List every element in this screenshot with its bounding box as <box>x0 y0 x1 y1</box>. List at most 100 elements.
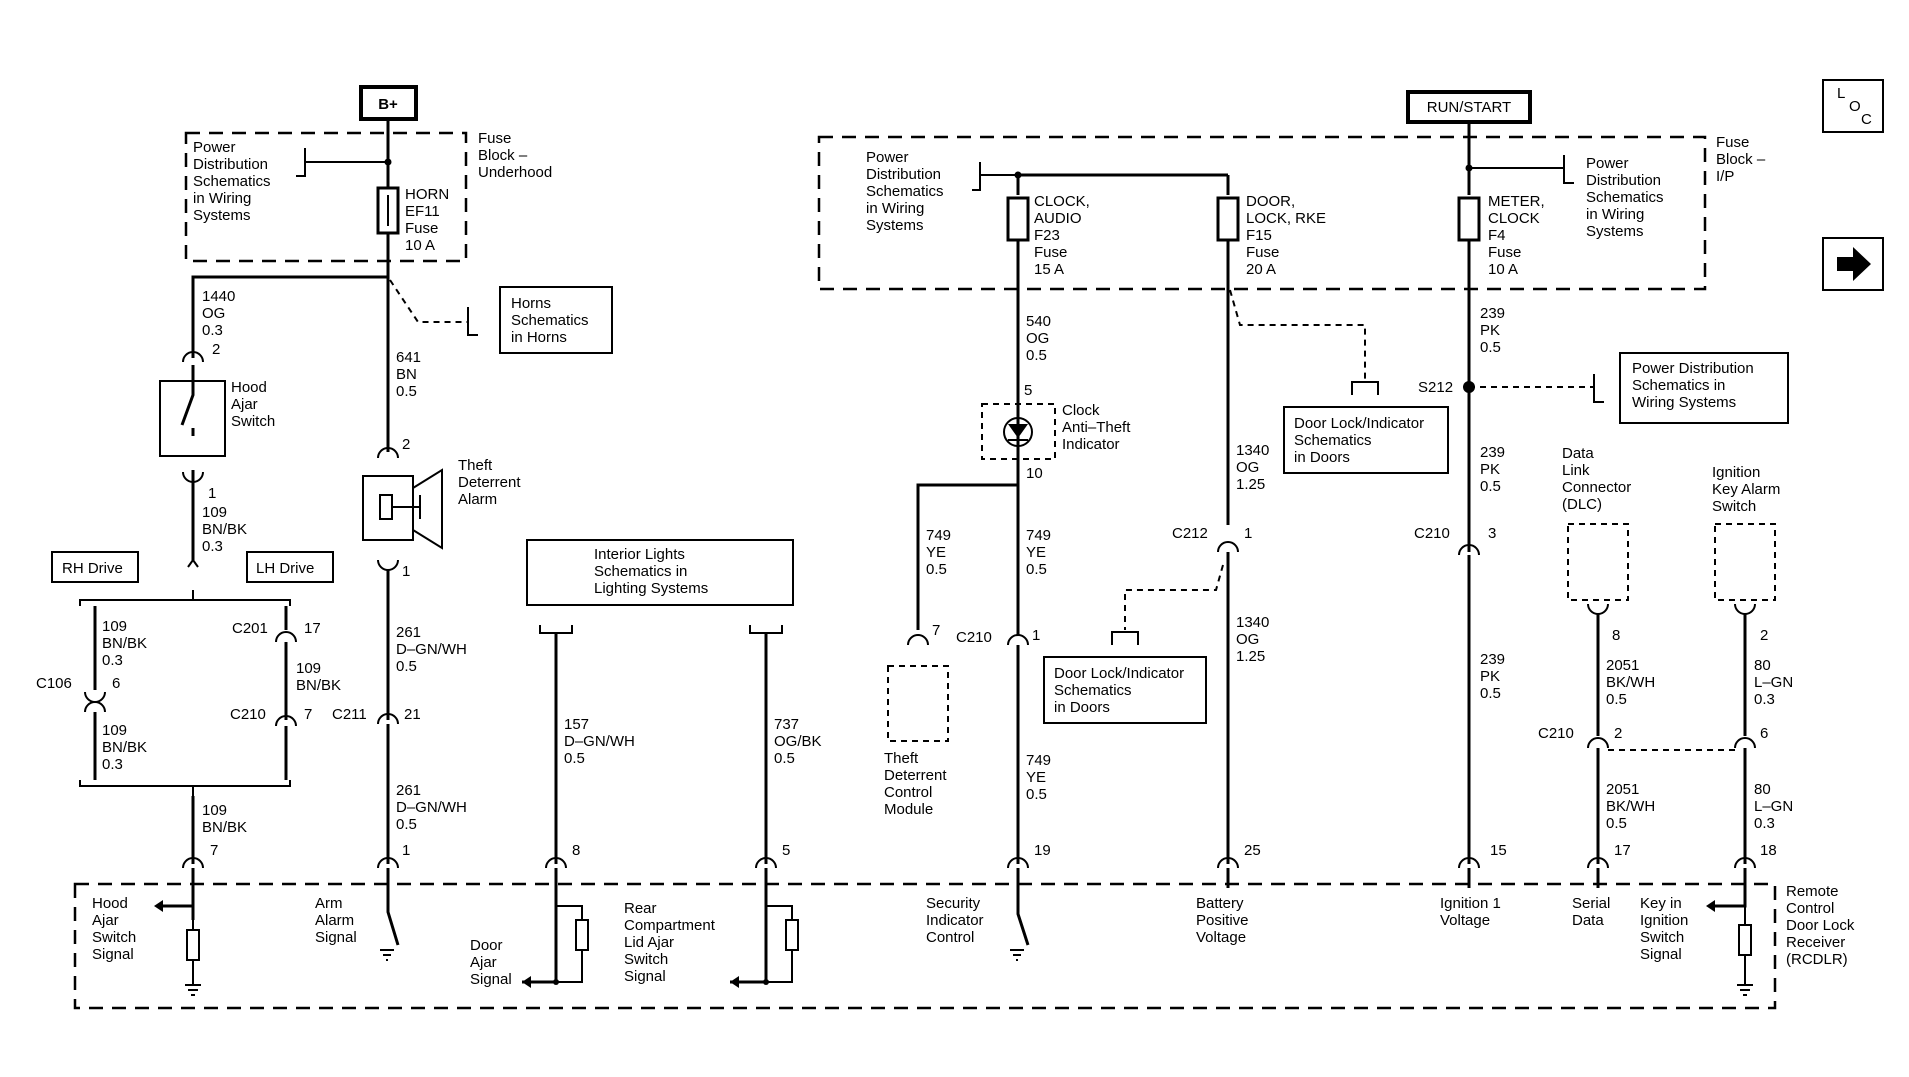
connector-c211: C211 <box>332 706 367 723</box>
connector-c212: C212 <box>1172 525 1208 542</box>
pin-tdcm: 7 <box>932 622 940 639</box>
pin-r17: 17 <box>1614 842 1631 859</box>
pin-r8: 8 <box>572 842 580 859</box>
connector-c210-239: C210 <box>1414 525 1450 542</box>
loc-icon[interactable]: L O C <box>1822 79 1884 133</box>
rcdlr-box <box>73 882 1777 1010</box>
interior-lights-ref-box <box>526 539 794 606</box>
pin-c210-80: 6 <box>1760 725 1768 742</box>
rh-drive-label: RH Drive <box>62 560 123 577</box>
clock-audio-fuse <box>1006 196 1030 242</box>
connector-c106: C106 <box>36 675 72 692</box>
pin-r18: 18 <box>1760 842 1777 859</box>
ignition-key-alarm-switch <box>1714 523 1776 601</box>
power-dist-bracket-right <box>1469 155 1574 184</box>
power-dist-bracket-left <box>296 148 388 177</box>
pin-clock-bot: 10 <box>1026 465 1043 482</box>
data-link-connector <box>1567 523 1629 601</box>
splice-s212-label: S212 <box>1418 379 1453 396</box>
pin-r1: 1 <box>402 842 410 859</box>
pin-r5: 5 <box>782 842 790 859</box>
rh-drive-box <box>51 551 139 583</box>
pin-dlc: 8 <box>1612 627 1620 644</box>
pin-c210-lh: 7 <box>304 706 312 723</box>
svg-text:C: C <box>1861 111 1872 128</box>
svg-text:O: O <box>1849 98 1861 115</box>
pin-c210-2051: 2 <box>1614 725 1622 742</box>
runstart-label: RUN/START <box>1427 99 1511 116</box>
pin-r7: 7 <box>210 842 218 859</box>
next-arrow-icon[interactable] <box>1822 237 1884 291</box>
pin-c210-239: 3 <box>1488 525 1496 542</box>
horns-ref-box <box>499 286 613 354</box>
connector-c210-2051: C210 <box>1538 725 1574 742</box>
svg-text:L: L <box>1837 85 1845 102</box>
door-lock-ref-box-2 <box>1043 656 1207 724</box>
power-dist-bracket-mid <box>972 162 1018 191</box>
pin-hood-bot: 1 <box>208 485 216 502</box>
connector-c210-749: C210 <box>956 629 992 646</box>
pin-r25: 25 <box>1244 842 1261 859</box>
pin-c211: 21 <box>404 706 421 723</box>
pin-r19: 19 <box>1034 842 1051 859</box>
fuse-block-ip <box>817 135 1707 291</box>
bplus-label: B+ <box>378 96 398 113</box>
pin-key: 2 <box>1760 627 1768 644</box>
power-dist-s212-ref-box <box>1619 352 1789 424</box>
pin-alarm-top: 2 <box>402 436 410 453</box>
door-lock-ref-box-1 <box>1283 406 1449 474</box>
lh-drive-box <box>246 551 334 583</box>
pin-clock-top: 5 <box>1024 382 1032 399</box>
connector-c210-lh: C210 <box>230 706 266 723</box>
